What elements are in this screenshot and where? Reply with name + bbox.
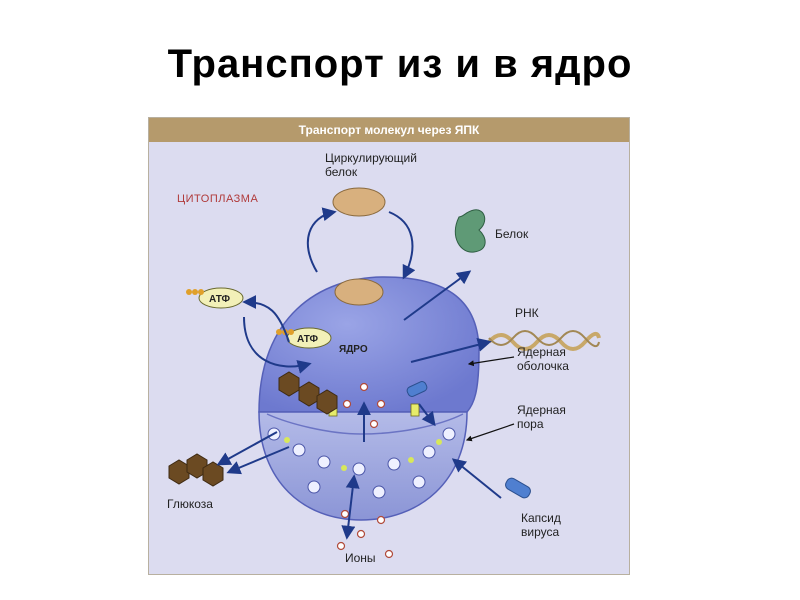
- nuclear-transport-figure: Транспорт молекул через ЯПК: [148, 117, 630, 575]
- label-envelope-2: оболочка: [517, 359, 569, 373]
- diagram-canvas: ЦИТОПЛАЗМА Циркулирующий белок Белок РНК…: [167, 151, 601, 565]
- nuclear-pores: [267, 427, 456, 499]
- label-circulating-protein-2: белок: [325, 165, 358, 179]
- label-ions: Ионы: [345, 551, 376, 565]
- label-glucose: Глюкоза: [167, 497, 213, 511]
- label-pore-1: Ядерная: [517, 403, 566, 417]
- pore-dots: [284, 437, 442, 471]
- glucose-shapes: [168, 371, 338, 487]
- figure-header: Транспорт молекул через ЯПК: [149, 118, 629, 142]
- label-capsid-1: Капсид: [521, 511, 561, 525]
- label-nucleus: ЯДРО: [339, 344, 368, 355]
- protein-shape: [454, 209, 486, 253]
- ions: [336, 382, 394, 559]
- label-envelope-1: Ядерная: [517, 345, 566, 359]
- label-atp-inner: АТФ: [297, 334, 318, 345]
- label-protein: Белок: [495, 227, 529, 241]
- rna-shape-2: [488, 330, 600, 348]
- label-atp-outer: АТФ: [209, 294, 230, 305]
- label-capsid-2: вируса: [521, 525, 559, 539]
- nucleus: [258, 276, 480, 521]
- slide-title: Транспорт из и в ядро: [167, 42, 633, 86]
- label-pointers: [465, 356, 515, 442]
- inner-protein-shape: [334, 278, 384, 306]
- label-circulating-protein-1: Циркулирующий: [325, 151, 417, 165]
- label-rna: РНК: [515, 306, 539, 320]
- transport-arrows: [216, 207, 502, 540]
- label-cytoplasm: ЦИТОПЛАЗМА: [177, 193, 258, 205]
- circulating-protein-shape: [332, 187, 386, 217]
- label-pore-2: пора: [517, 417, 544, 431]
